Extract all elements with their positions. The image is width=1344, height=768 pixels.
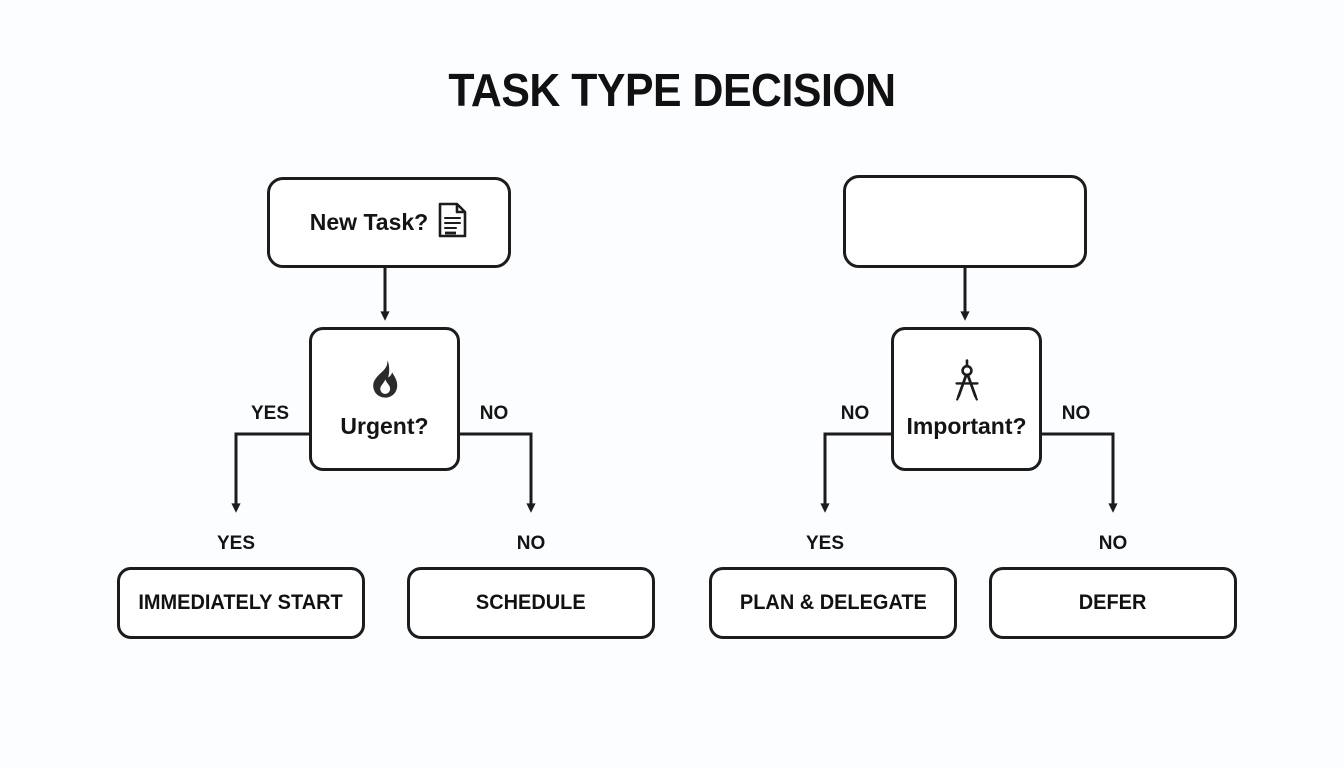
document-icon xyxy=(438,202,468,243)
start-node-left[interactable]: New Task? xyxy=(267,177,511,268)
decision-node-urgent[interactable]: Urgent? xyxy=(309,327,460,471)
outcome-schedule[interactable]: SCHEDULE xyxy=(407,567,655,639)
edge-label-left-no-lower: NO xyxy=(516,533,546,554)
start-node-left-label: New Task? xyxy=(309,209,429,235)
outcome-plan-delegate-label: PLAN & DELEGATE xyxy=(739,591,927,614)
outcome-immediately-start[interactable]: IMMEDIATELY START xyxy=(117,567,365,639)
start-node-right[interactable] xyxy=(843,175,1087,268)
edge-label-left-no-side: NO xyxy=(479,403,509,424)
edge-label-right-no-lower: NO xyxy=(1098,533,1128,554)
edge-label-right-no-side-right: NO xyxy=(1061,403,1091,424)
edge-label-right-yes-lower: YES xyxy=(805,533,845,554)
edge-label-left-yes-side: YES xyxy=(250,403,290,424)
outcome-defer[interactable]: DEFER xyxy=(989,567,1237,639)
edge-label-right-no-side-left: NO xyxy=(840,403,870,424)
connector-left-yes xyxy=(231,432,309,513)
outcome-immediately-start-label: IMMEDIATELY START xyxy=(138,591,344,614)
outcome-defer-label: DEFER xyxy=(1079,591,1147,614)
flame-icon xyxy=(368,359,402,404)
outcome-plan-delegate[interactable]: PLAN & DELEGATE xyxy=(709,567,957,639)
decision-node-urgent-label: Urgent? xyxy=(340,412,429,439)
compass-icon xyxy=(949,358,985,406)
connector-right-no xyxy=(1042,432,1118,513)
decision-node-important[interactable]: Important? xyxy=(891,327,1042,471)
page-title: TASK TYPE DECISION xyxy=(448,64,896,116)
connector-right-yes xyxy=(820,432,891,513)
edge-label-left-yes-lower: YES xyxy=(216,533,256,554)
decision-node-important-label: Important? xyxy=(906,412,1027,439)
connector-left-no xyxy=(460,432,536,513)
outcome-schedule-label: SCHEDULE xyxy=(476,591,586,614)
